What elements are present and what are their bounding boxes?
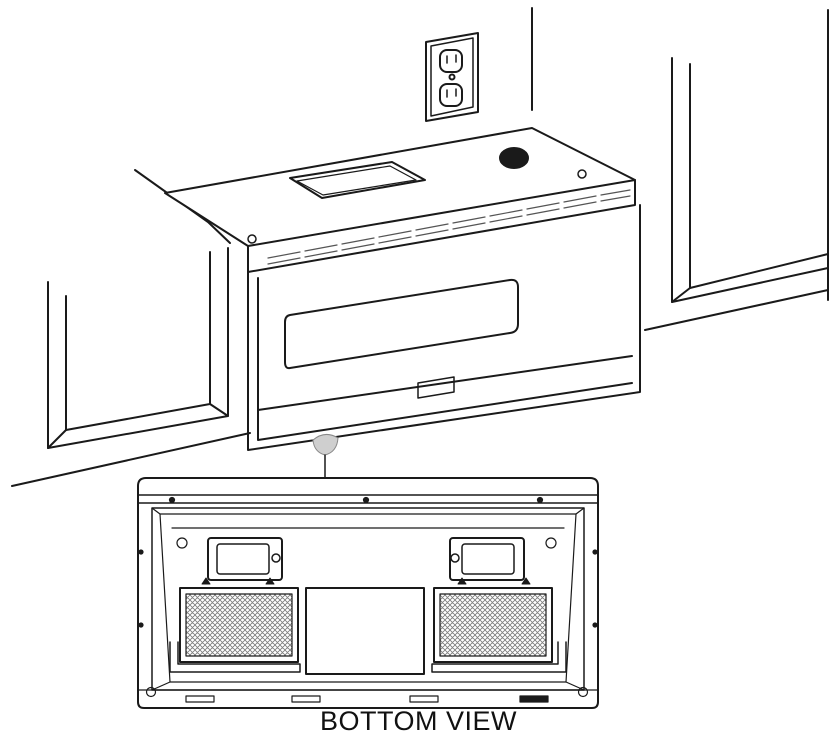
wall-lines bbox=[11, 7, 829, 487]
light-cover-right bbox=[449, 537, 531, 585]
grease-filter-right bbox=[433, 587, 553, 663]
vent-slots bbox=[267, 189, 631, 265]
screws bbox=[138, 496, 598, 698]
feet bbox=[185, 695, 549, 703]
bottom-view-panel bbox=[137, 477, 599, 709]
wall-outlet bbox=[425, 32, 479, 122]
light-cover-left bbox=[201, 537, 283, 585]
bottom-view-caption: BOTTOM VIEW bbox=[319, 706, 517, 736]
center-panel bbox=[305, 587, 425, 675]
grease-filter-left bbox=[179, 587, 299, 663]
bottom-view-callout bbox=[312, 434, 339, 479]
right-cabinet bbox=[671, 9, 829, 303]
bottom-rails bbox=[169, 641, 567, 673]
microwave-unit bbox=[164, 127, 641, 451]
left-cabinet bbox=[47, 169, 231, 449]
